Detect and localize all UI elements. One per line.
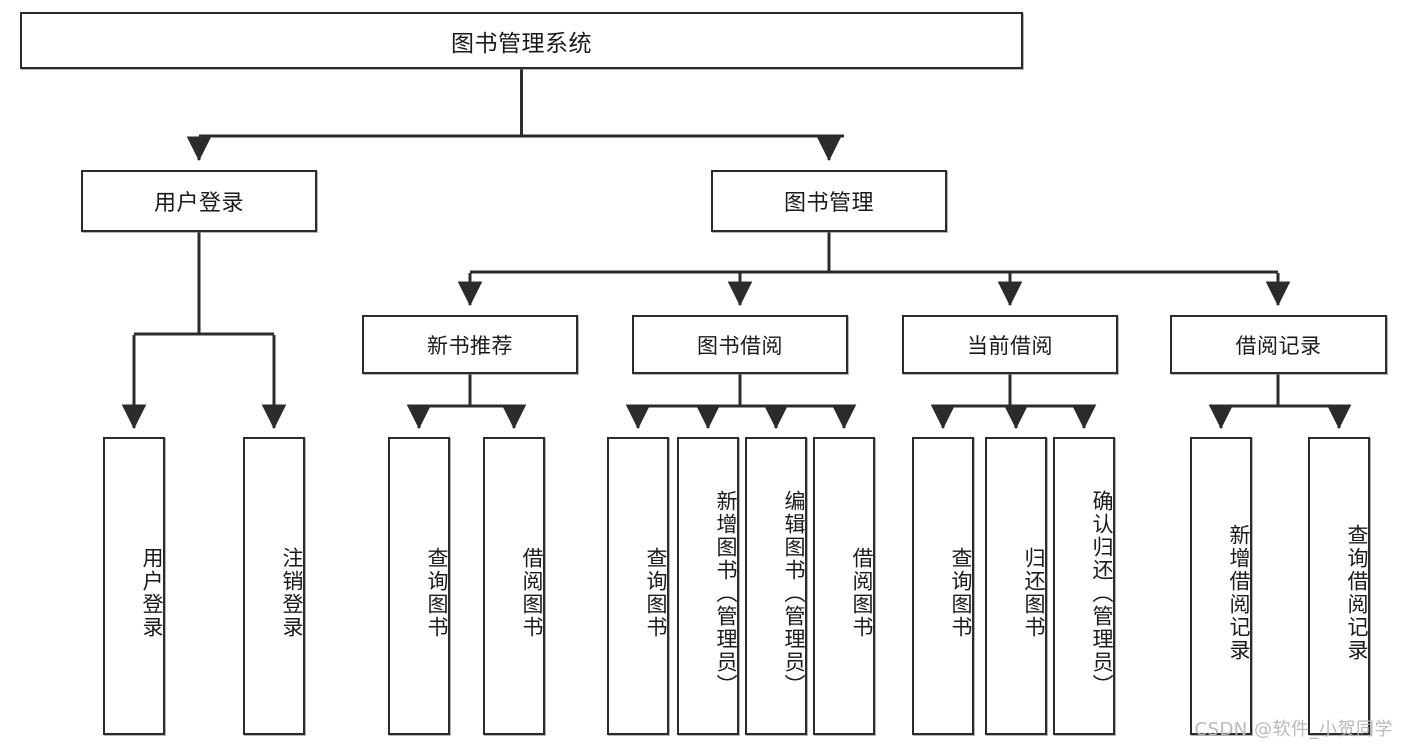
node-leaf-user-login-label: 用户登录 [140, 547, 164, 639]
node-leaf-user-logout[interactable]: 注销登录 [243, 437, 305, 735]
node-leaf-query-book-cb-label: 查询图书 [949, 547, 973, 639]
node-leaf-return-book-label: 归还图书 [1022, 547, 1046, 639]
node-current-borrow-label: 当前借阅 [967, 333, 1053, 358]
node-leaf-query-book-new-label: 查询图书 [425, 547, 449, 639]
node-root-label: 图书管理系统 [451, 30, 592, 57]
node-book-manage-label: 图书管理 [783, 191, 874, 216]
node-book-borrow[interactable]: 图书借阅 [632, 315, 848, 374]
node-leaf-query-book-cb[interactable]: 查询图书 [912, 437, 974, 735]
node-leaf-borrow-book-new[interactable]: 借阅图书 [483, 437, 545, 735]
node-borrow-record[interactable]: 借阅记录 [1170, 315, 1387, 374]
node-leaf-borrow-book-new-label: 借阅图书 [520, 547, 544, 639]
node-leaf-query-record-label: 查询借阅记录 [1345, 524, 1369, 662]
node-leaf-add-book[interactable]: 新增图书（管理员） [677, 437, 739, 735]
node-leaf-edit-book-label: 编辑图书（管理员） [782, 489, 806, 697]
node-leaf-query-book-new[interactable]: 查询图书 [388, 437, 450, 735]
node-new-book-rec[interactable]: 新书推荐 [362, 315, 578, 374]
csdn-watermark: CSDN @软件_小贺同学 [1194, 719, 1393, 740]
node-book-borrow-label: 图书借阅 [697, 333, 783, 358]
node-leaf-borrow-book-bb[interactable]: 借阅图书 [813, 437, 875, 735]
node-book-manage[interactable]: 图书管理 [711, 170, 947, 232]
node-leaf-query-book-bb[interactable]: 查询图书 [607, 437, 669, 735]
node-leaf-query-book-bb-label: 查询图书 [644, 547, 668, 639]
node-leaf-user-login[interactable]: 用户登录 [103, 437, 165, 735]
node-user-login-label: 用户登录 [153, 191, 244, 216]
node-borrow-record-label: 借阅记录 [1235, 333, 1322, 358]
node-leaf-add-record[interactable]: 新增借阅记录 [1190, 437, 1252, 735]
node-leaf-confirm-return[interactable]: 确认归还（管理员） [1053, 437, 1115, 735]
node-leaf-borrow-book-bb-label: 借阅图书 [850, 547, 874, 639]
node-leaf-return-book[interactable]: 归还图书 [985, 437, 1047, 735]
node-leaf-edit-book[interactable]: 编辑图书（管理员） [745, 437, 807, 735]
node-leaf-user-logout-label: 注销登录 [280, 547, 304, 639]
node-leaf-add-book-label: 新增图书（管理员） [714, 489, 738, 697]
node-leaf-query-record[interactable]: 查询借阅记录 [1308, 437, 1370, 735]
node-root[interactable]: 图书管理系统 [20, 12, 1023, 69]
node-leaf-confirm-return-label: 确认归还（管理员） [1090, 489, 1114, 697]
node-new-book-rec-label: 新书推荐 [427, 333, 513, 358]
node-current-borrow[interactable]: 当前借阅 [902, 315, 1118, 374]
node-leaf-add-record-label: 新增借阅记录 [1227, 524, 1251, 662]
node-user-login[interactable]: 用户登录 [81, 170, 317, 232]
